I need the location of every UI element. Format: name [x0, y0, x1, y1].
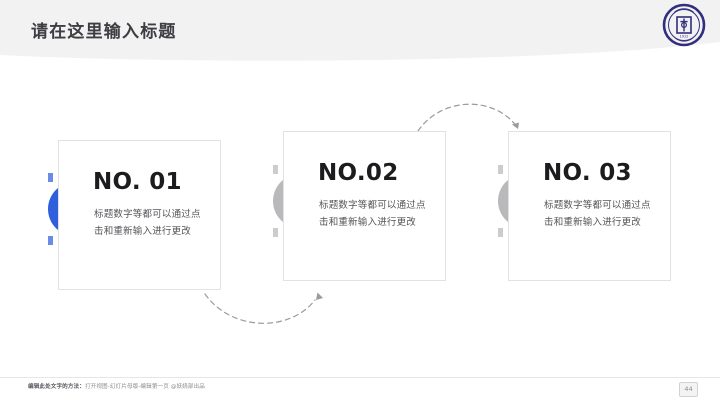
card-body-1: 标题数字等都可以通过点击和重新输入进行更改 — [94, 209, 201, 237]
page-number-badge: 44 — [679, 382, 698, 397]
card-body-3: 标题数字等都可以通过点击和重新输入进行更改 — [544, 200, 651, 228]
card-number-3: NO. 03 — [543, 160, 632, 186]
footer-note-label: 编辑此处文字的方法： — [28, 384, 85, 390]
info-card-2[interactable]: NO.02 标题数字等都可以通过点击和重新输入进行更改 — [283, 131, 446, 281]
info-card-1[interactable]: NO. 01 标题数字等都可以通过点击和重新输入进行更改 — [58, 140, 221, 290]
footer-note-text: 打开视图-幻灯片母版-编辑第一页 @妖娆部出品 — [84, 384, 205, 390]
card-number-1: NO. 01 — [93, 169, 182, 195]
page-title: 请在这里输入标题 — [31, 22, 177, 42]
footer-note: 编辑此处文字的方法：打开视图-幻灯片母版-编辑第一页 @妖娆部出品 — [28, 382, 205, 390]
svg-text:1912: 1912 — [680, 35, 689, 39]
info-card-3[interactable]: NO. 03 标题数字等都可以通过点击和重新输入进行更改 — [508, 131, 671, 281]
university-seal-logo: 1912 — [662, 3, 706, 47]
footer-divider — [0, 377, 720, 378]
card-body-2: 标题数字等都可以通过点击和重新输入进行更改 — [319, 200, 426, 228]
card-number-2: NO.02 — [318, 160, 399, 186]
